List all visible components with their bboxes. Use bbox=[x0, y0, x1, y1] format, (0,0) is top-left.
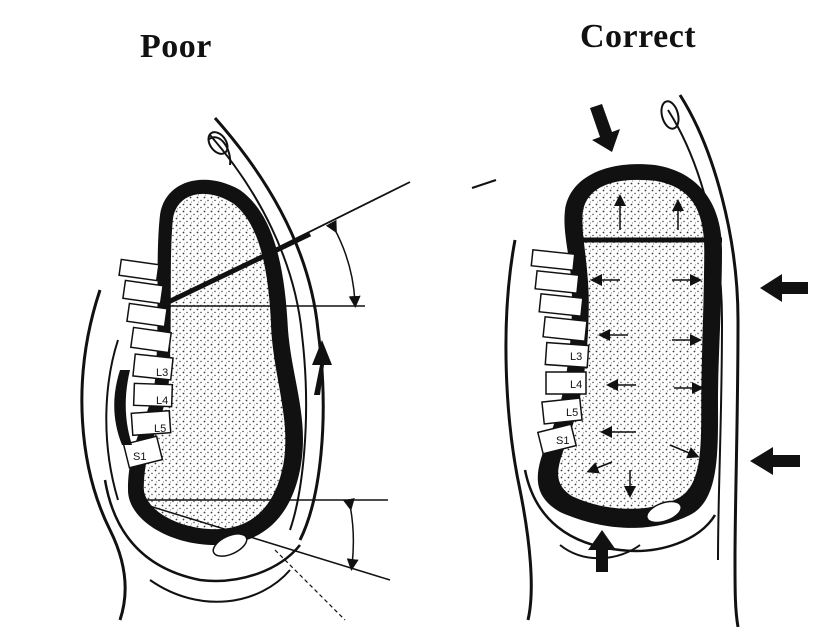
correct-top-down-arrow bbox=[590, 104, 620, 152]
poor-lower-curve bbox=[149, 569, 291, 603]
correct-vertebra-label-l5: L5 bbox=[566, 407, 578, 419]
poor-anterior-wall-outer bbox=[213, 117, 325, 541]
poor-bottom-dashed-line bbox=[274, 549, 346, 621]
correct-internal-pressure-arrows bbox=[586, 194, 704, 498]
correct-anterior-wall-outer bbox=[678, 94, 740, 627]
correct-pelvic-floor bbox=[523, 469, 717, 553]
poor-anterior-wall-inner bbox=[209, 134, 308, 531]
poor-pelvic-floor bbox=[103, 479, 301, 583]
correct-vertebra-label-l3: L3 bbox=[570, 351, 582, 363]
poor-panel-title: Poor bbox=[140, 28, 212, 65]
correct-stray-mark bbox=[471, 179, 497, 189]
poor-upper-thick-line bbox=[158, 231, 312, 309]
correct-pelvic-structure bbox=[646, 500, 682, 524]
poor-tube bbox=[207, 136, 232, 166]
poor-upper-angle-arc bbox=[325, 219, 361, 308]
poor-posterior-body-outline bbox=[80, 289, 127, 621]
poor-vertebra-label-s1: S1 bbox=[133, 451, 146, 463]
correct-bottom-up-arrow bbox=[588, 530, 616, 572]
correct-posterior-body-outline bbox=[504, 239, 533, 621]
poor-panel: L3 L4 L5 S1 bbox=[80, 117, 411, 621]
correct-right-arrow-upper bbox=[760, 274, 808, 302]
correct-right-arrow-lower bbox=[750, 447, 800, 475]
poor-upward-arrow bbox=[312, 340, 332, 395]
correct-vertebra-label-l4: L4 bbox=[570, 379, 582, 391]
poor-tube-tip bbox=[207, 131, 229, 155]
poor-pelvic-structure bbox=[212, 533, 248, 557]
correct-spine: L3 L4 L5 S1 bbox=[530, 249, 590, 455]
poor-back-outline bbox=[105, 339, 119, 501]
poor-spine: L3 L4 L5 S1 bbox=[118, 258, 174, 469]
correct-panel: L3 L4 L5 S1 bbox=[471, 94, 808, 627]
correct-panel-title: Correct bbox=[580, 18, 697, 55]
correct-anterior-wall-inner bbox=[667, 109, 724, 561]
poor-organ-lumen bbox=[142, 192, 287, 531]
poor-lower-angle-arc bbox=[343, 498, 359, 571]
correct-tube-tip bbox=[660, 100, 680, 130]
poor-sacral-band bbox=[114, 370, 132, 445]
poor-vertebra-label-l3: L3 bbox=[156, 367, 168, 379]
poor-vertebra-label-l5: L5 bbox=[154, 423, 166, 435]
correct-vertebra-label-s1: S1 bbox=[556, 435, 569, 447]
poor-vertebra-label-l4: L4 bbox=[156, 395, 168, 407]
